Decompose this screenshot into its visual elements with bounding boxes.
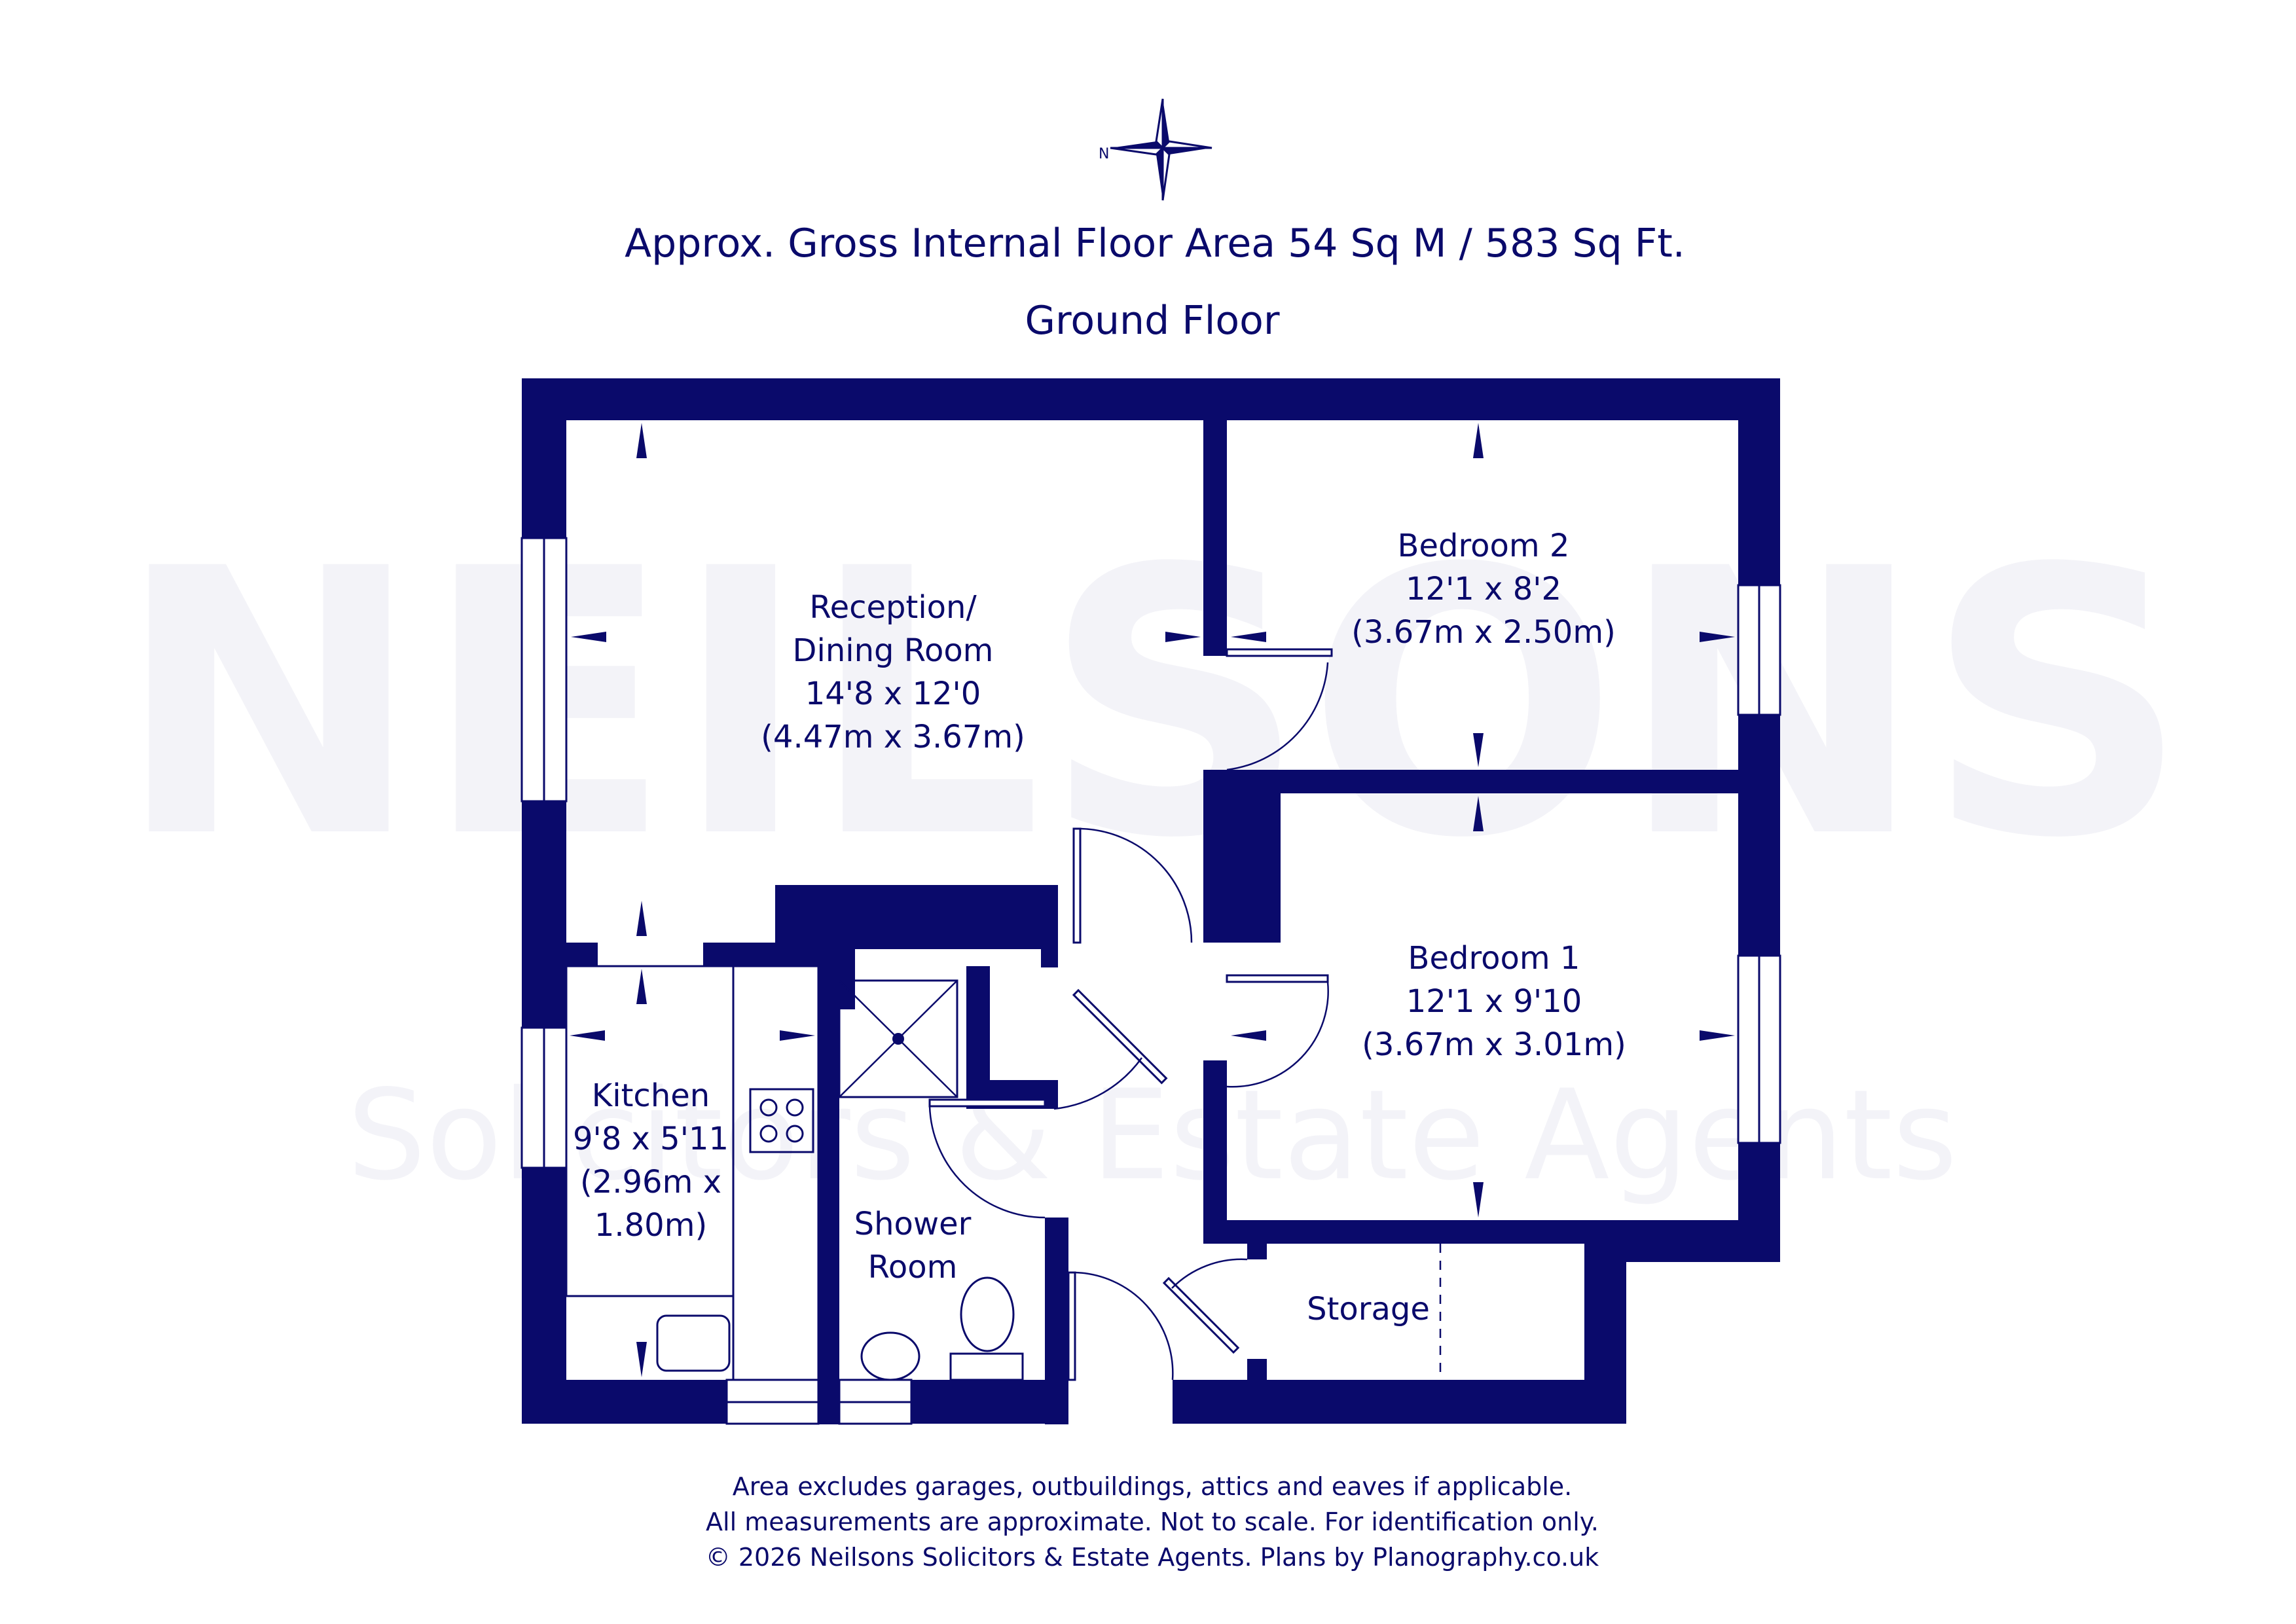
kitchen-unit [732, 965, 820, 1381]
reception-label-line2: Dining Room [793, 632, 994, 669]
watermark-logo: NEILSONS [115, 492, 2189, 918]
bedroom2-imperial: 12'1 x 8'2 [1406, 571, 1561, 607]
shower-tray-icon [838, 979, 958, 1098]
kitchen-metric-line1: (2.96m x [580, 1164, 721, 1200]
fixtures [565, 965, 1442, 1381]
toilet-icon [960, 1276, 1015, 1352]
wash-basin-icon [860, 1331, 920, 1381]
bedroom1-label: Bedroom 1 [1408, 940, 1580, 977]
reception-imperial: 14'8 x 12'0 [805, 676, 981, 712]
door-front [1067, 1271, 1076, 1381]
sink-icon [656, 1314, 731, 1372]
hob-icon [749, 1088, 814, 1153]
kitchen-imperial: 9'8 x 5'11 [573, 1121, 729, 1157]
kitchen-metric-line2: 1.80m) [594, 1207, 707, 1244]
floor-area-title: Approx. Gross Internal Floor Area 54 Sq … [625, 221, 1685, 266]
bedroom2-label: Bedroom 2 [1398, 528, 1570, 564]
door-storage [1162, 1276, 1240, 1354]
floor-name: Ground Floor [1025, 298, 1279, 344]
door-bedroom2 [1226, 648, 1333, 657]
compass-icon: N [1099, 98, 1212, 201]
reception-metric: (4.47m x 3.67m) [761, 719, 1025, 755]
bedroom1-metric: (3.67m x 3.01m) [1362, 1026, 1626, 1063]
compass-north-label: N [1099, 146, 1109, 162]
door-shower [928, 1098, 1046, 1108]
kitchen-label: Kitchen [592, 1077, 710, 1114]
dimension-arrows [570, 423, 1735, 1377]
door-reception-hall [1072, 827, 1082, 944]
footer-line3: © 2026 Neilsons Solicitors & Estate Agen… [706, 1543, 1599, 1572]
footer-line2: All measurements are approximate. Not to… [706, 1507, 1599, 1536]
shower-label-line2: Room [868, 1249, 958, 1286]
doors [928, 648, 1333, 1381]
bedroom2-metric: (3.67m x 2.50m) [1351, 614, 1616, 651]
door-cupboard [1072, 988, 1168, 1085]
bedroom1-imperial: 12'1 x 9'10 [1406, 983, 1582, 1020]
footer-line1: Area excludes garages, outbuildings, att… [733, 1472, 1573, 1501]
reception-label-line1: Reception/ [809, 589, 977, 626]
shower-label-line1: Shower [854, 1206, 972, 1242]
storage-label: Storage [1307, 1291, 1430, 1327]
door-bedroom1 [1226, 974, 1329, 983]
watermark: NEILSONS Solicitors & Estate Agents [115, 492, 2189, 1208]
watermark-tagline: Solicitors & Estate Agents [347, 1063, 1958, 1208]
windows [520, 537, 1781, 1425]
room-labels: Reception/ Dining Room 14'8 x 12'0 (4.47… [573, 528, 1626, 1327]
